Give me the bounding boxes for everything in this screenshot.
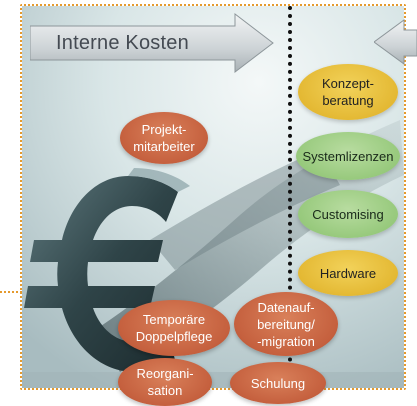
- oval-text-line: -migration: [257, 333, 315, 349]
- oval-datenaufbereitung-migration: Datenauf- bereitung/ -migration: [234, 292, 338, 356]
- oval-customising: Customising: [298, 190, 398, 238]
- oval-text-line: beratung: [322, 93, 374, 108]
- oval-text-line: mitarbeiter: [133, 139, 195, 154]
- oval-konzeptberatung: Konzept- beratung: [298, 64, 398, 120]
- oval-text-line: Projekt-: [141, 122, 187, 137]
- oval-text-line: Hardware: [319, 265, 377, 281]
- oval-projektmitarbeiter: Projekt- mitarbeiter: [120, 112, 208, 164]
- frame-connector-line: [0, 291, 22, 295]
- oval-temporaere-doppelpflege: Temporäre Doppelpflege: [118, 300, 230, 356]
- oval-text-line: Reorgani-: [136, 366, 194, 381]
- oval-text-line: Customising: [312, 206, 384, 222]
- oval-text-line: Doppelpflege: [135, 329, 213, 344]
- oval-hardware: Hardware: [298, 250, 398, 296]
- oval-text-line: bereitung/: [257, 316, 315, 332]
- oval-reorganisation: Reorgani- sation: [118, 358, 212, 406]
- arrow-right-shape: [30, 12, 274, 74]
- oval-text-line: Konzept-: [321, 76, 375, 91]
- cost-divider-line: [288, 6, 293, 378]
- oval-text-line: Systemlizenzen: [302, 148, 394, 164]
- oval-text-line: Schulung: [250, 375, 306, 391]
- oval-systemlizenzen: Systemlizenzen: [296, 132, 400, 180]
- arrow-right-shape: [373, 19, 417, 65]
- diagram-frame: [20, 4, 406, 390]
- internal-costs-label: Interne Kosten: [56, 32, 189, 54]
- external-costs-arrow: [373, 18, 417, 66]
- oval-schulung: Schulung: [230, 362, 326, 404]
- oval-text-line: Temporäre: [142, 312, 206, 327]
- internal-costs-arrow: Interne Kosten: [30, 12, 275, 74]
- oval-text-line: Datenauf-: [257, 299, 315, 315]
- oval-text-line: sation: [147, 383, 183, 398]
